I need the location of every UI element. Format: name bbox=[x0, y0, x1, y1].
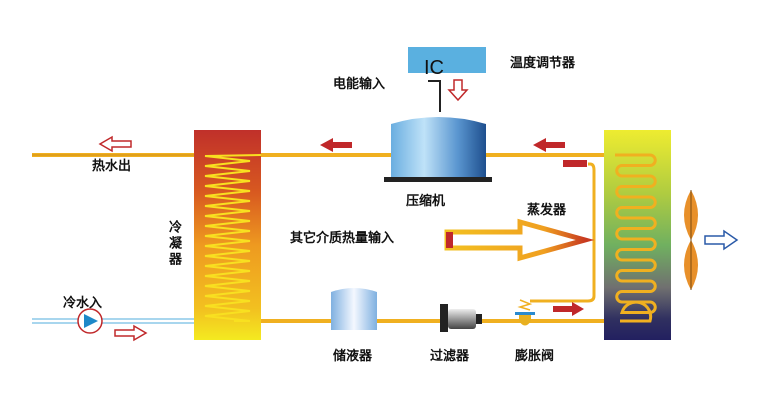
cold-water-in-arrow-icon bbox=[114, 324, 148, 342]
thermostat-arrow-icon bbox=[447, 79, 469, 102]
expansion-valve bbox=[515, 299, 535, 326]
evaporator bbox=[604, 130, 671, 340]
flow-arrow-left-icon bbox=[320, 138, 352, 152]
thermostat-label: 温度调节器 bbox=[510, 55, 576, 71]
ic-label: IC bbox=[424, 57, 444, 79]
cold-water-in-label: 冷水入 bbox=[63, 295, 102, 311]
heat-input-arrow-tail bbox=[446, 232, 453, 248]
evaporator-return-pipe bbox=[530, 162, 596, 303]
ic-wire bbox=[428, 80, 441, 112]
evaporator-label: 蒸发器 bbox=[527, 202, 567, 218]
water-pump-icon bbox=[77, 308, 103, 334]
other-heat-input-label: 其它介质热量输入 bbox=[290, 230, 394, 246]
compressor bbox=[384, 117, 492, 182]
heat-input-arrow-icon bbox=[444, 218, 595, 262]
condenser bbox=[194, 130, 262, 340]
air-out-arrow-icon bbox=[704, 229, 739, 251]
compressor-label: 压缩机 bbox=[406, 193, 445, 209]
ic-box bbox=[408, 47, 486, 73]
cold-water-pipe bbox=[32, 318, 194, 324]
receiver bbox=[331, 288, 377, 330]
filter-label: 过滤器 bbox=[430, 348, 470, 364]
sensor-bulb bbox=[563, 160, 587, 167]
expansion-valve-label: 膨胀阀 bbox=[514, 348, 554, 364]
receiver-label: 储液器 bbox=[332, 348, 373, 364]
power-input-label: 电能输入 bbox=[333, 76, 385, 92]
flow-arrow-left-icon bbox=[533, 138, 565, 152]
condenser-label: 冷凝器 bbox=[166, 220, 181, 268]
hot-water-out-arrow-icon bbox=[98, 135, 132, 153]
flow-arrow-right-icon bbox=[553, 302, 584, 316]
hot-water-out-label: 热水出 bbox=[92, 158, 131, 174]
fan-icon bbox=[684, 190, 698, 290]
filter bbox=[440, 304, 482, 332]
